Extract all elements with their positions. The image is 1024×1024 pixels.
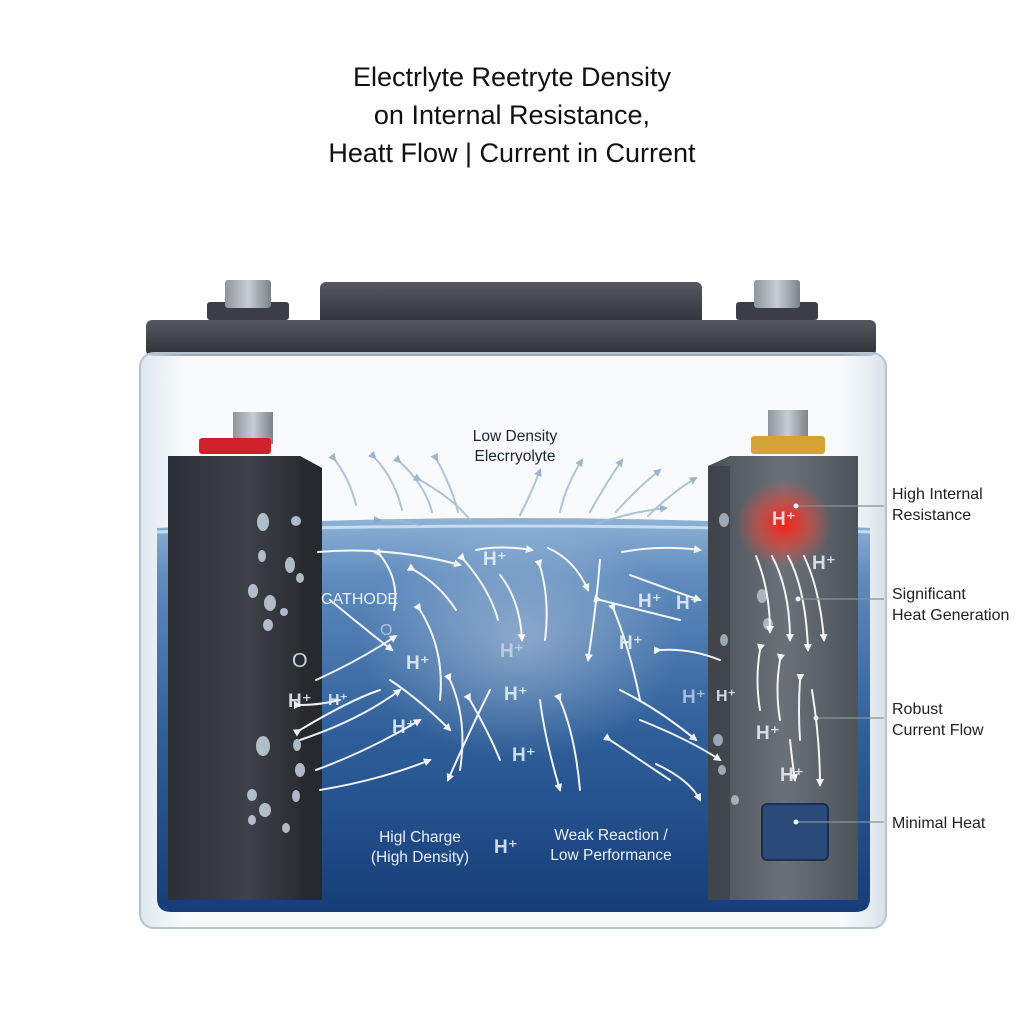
- callout-significant-heat: Significant Heat Generation: [892, 584, 1009, 626]
- electrolyte-label: Low Density Elecrryolyte: [440, 427, 590, 467]
- weak-reaction-label: Weak Reaction / Low Performance: [536, 826, 686, 866]
- ion-label: H⁺: [483, 549, 507, 570]
- top-left-terminal: [225, 280, 271, 308]
- positive-terminal-cap: [751, 436, 825, 454]
- ion-label: H⁺: [638, 591, 662, 612]
- gas-bubbles-left: [247, 513, 305, 833]
- ion-label: H⁺: [812, 553, 836, 574]
- ion-label: H⁺: [716, 688, 736, 705]
- ion-label: H⁺: [392, 717, 416, 738]
- cathode-label: CATHODE: [321, 591, 399, 608]
- diagram-title: Electrlyte Reetryte Density on Internal …: [0, 58, 1024, 172]
- anode-plate: [708, 410, 858, 900]
- ion-label: H⁺: [494, 837, 518, 858]
- callout-lines: [796, 505, 884, 823]
- high-charge-label-line-1: Higl Charge: [379, 829, 461, 846]
- callout-line-2: Heat Generation: [892, 607, 1010, 624]
- ion-label: H⁺: [619, 633, 643, 654]
- lid-body: [146, 320, 876, 356]
- ion-label: H⁺: [288, 691, 312, 712]
- high-charge-label-line-2: (High Density): [370, 849, 470, 866]
- callout-line-2: Current Flow: [892, 722, 984, 739]
- ion-flow-arrows: [292, 450, 828, 802]
- callout-line-2: Resistance: [892, 507, 972, 524]
- ion-label: H⁺: [756, 723, 780, 744]
- oxygen-label-2: O: [380, 622, 393, 639]
- title-line-3: Heatt Flow | Current in Current: [328, 138, 696, 168]
- electrolyte-label-line-2: Elecrryolyte: [474, 448, 556, 465]
- high-charge-label: Higl Charge (High Density): [350, 828, 490, 868]
- callout-line-1: High Internal: [892, 486, 983, 503]
- hot-spot: [736, 480, 832, 568]
- title-line-2: on Internal Resistance,: [373, 100, 651, 130]
- ion-label: H⁺: [504, 684, 528, 705]
- callout-line-1: Minimal Heat: [892, 815, 986, 832]
- weak-reaction-label-line-1: Weak Reaction /: [554, 827, 668, 844]
- minimal-heat-block: [761, 803, 829, 861]
- ion-label: H⁺: [682, 687, 706, 708]
- ion-label: H⁺: [780, 765, 804, 786]
- oxygen-label-1: O: [292, 650, 308, 672]
- ion-label: H⁺: [406, 653, 430, 674]
- ion-label: H⁺: [500, 641, 524, 662]
- title-line-1: Electrlyte Reetryte Density: [352, 62, 672, 92]
- callout-line-1: Significant: [892, 586, 966, 603]
- ion-label: H⁺: [512, 745, 536, 766]
- electrolyte-label-line-1: Low Density: [472, 428, 558, 445]
- ion-label: H⁺: [328, 692, 348, 709]
- top-right-terminal: [754, 280, 800, 308]
- callout-high-internal-resistance: High Internal Resistance: [892, 484, 983, 526]
- weak-reaction-label-line-2: Low Performance: [550, 847, 672, 864]
- callout-robust-current: Robust Current Flow: [892, 699, 984, 741]
- negative-terminal-cap: [199, 438, 271, 454]
- battery-lid: [146, 282, 876, 356]
- cathode-plate: [168, 412, 322, 900]
- ion-label: H⁺: [676, 593, 700, 614]
- lid-vent-cap: [320, 282, 702, 326]
- top-terminals: [207, 280, 818, 320]
- callout-line-1: Robust: [892, 701, 943, 718]
- ion-label: H⁺: [772, 509, 796, 530]
- callout-dots: [793, 503, 819, 825]
- callout-minimal-heat: Minimal Heat: [892, 813, 985, 834]
